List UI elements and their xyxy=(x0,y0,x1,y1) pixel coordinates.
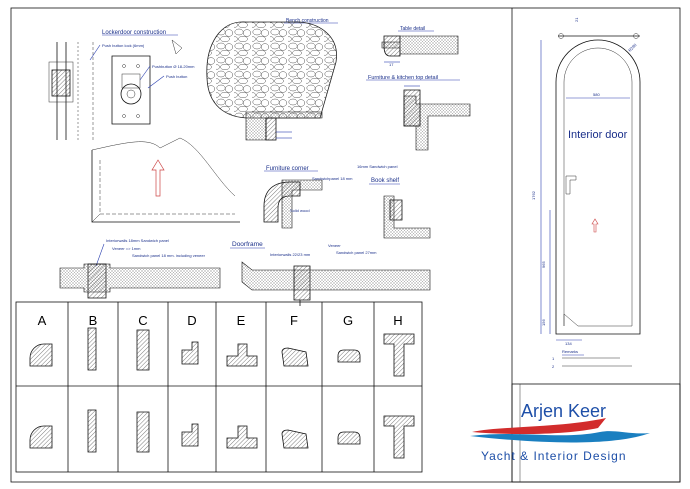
profile-label-a: A xyxy=(38,313,47,328)
profile-detail-b xyxy=(87,409,97,453)
profile-shape-c xyxy=(136,329,150,371)
svg-text:Push button lock (6mm): Push button lock (6mm) xyxy=(102,43,145,48)
svg-text:Veneer: Veneer xyxy=(328,243,341,248)
svg-text:21: 21 xyxy=(574,17,579,22)
title-block: Arjen Keer Yacht & Interior Design xyxy=(470,383,681,483)
profile-shape-h xyxy=(383,333,415,377)
profile-detail-a xyxy=(29,425,53,449)
lockerdoor-label: Lockerdoor construction xyxy=(102,30,166,36)
profile-shape-e xyxy=(226,343,258,367)
table-detail: Table detail 17 xyxy=(381,26,459,67)
doorframe-detail: Doorframe Interiorwalls 22/23 mm Veneer … xyxy=(230,241,431,306)
svg-text:Pushbutton Ø 18-20mm: Pushbutton Ø 18-20mm xyxy=(152,64,195,69)
profile-label-e: E xyxy=(237,313,246,328)
svg-text:1762: 1762 xyxy=(531,190,536,200)
profile-detail-d xyxy=(181,423,199,447)
svg-text:Doorframe: Doorframe xyxy=(232,241,263,248)
interior-walls-detail: Interiorwalls 18mm Sandwich panel Veneer… xyxy=(59,238,221,299)
profile-label-c: C xyxy=(138,313,147,328)
svg-text:Push button: Push button xyxy=(166,74,187,79)
profile-detail-f xyxy=(281,429,309,449)
profile-shape-f xyxy=(281,347,309,367)
profile-label-g: G xyxy=(343,313,353,328)
profile-shape-d xyxy=(181,341,199,365)
profile-table: A B C D E F G H xyxy=(15,301,423,473)
profile-label-b: B xyxy=(89,313,98,328)
svg-text:Veneer => 1mm: Veneer => 1mm xyxy=(112,246,141,251)
brand-name: Arjen Keer xyxy=(521,401,606,421)
svg-text:16mm Sandwich panel: 16mm Sandwich panel xyxy=(357,164,398,169)
svg-text:Furniture corner: Furniture corner xyxy=(266,166,309,172)
book-shelf: 16mm Sandwich panel Book shelf xyxy=(357,164,431,239)
brand-swoosh-red xyxy=(472,418,606,435)
bench-construction: Bench construction xyxy=(206,18,338,141)
interior-door: Interior door 580 1762 965 156 134 21 R2… xyxy=(531,17,641,369)
svg-text:1: 1 xyxy=(552,356,555,361)
profile-detail-g xyxy=(337,431,361,445)
profile-label-f: F xyxy=(290,313,298,328)
sheet-border xyxy=(10,7,681,483)
svg-text:Interiorwalls 18mm Sandwich pa: Interiorwalls 18mm Sandwich panel xyxy=(106,238,169,243)
lockerdoor-construction: Lockerdoor construction Push button lock… xyxy=(48,30,195,140)
svg-text:Solid wood: Solid wood xyxy=(290,208,310,213)
panel-sketch xyxy=(91,137,240,223)
svg-text:965: 965 xyxy=(541,261,546,268)
svg-text:Furniture & kitchen top detail: Furniture & kitchen top detail xyxy=(368,75,438,81)
svg-text:Book shelf: Book shelf xyxy=(371,178,399,184)
svg-text:Sandwichpanel 18 mm: Sandwichpanel 18 mm xyxy=(312,176,353,181)
svg-text:Interiorwalls 22/23 mm: Interiorwalls 22/23 mm xyxy=(270,252,311,257)
svg-text:156: 156 xyxy=(541,319,546,326)
profile-label-d: D xyxy=(187,313,196,328)
svg-text:17: 17 xyxy=(389,62,394,67)
svg-text:Sandwich panel 18 mm. includin: Sandwich panel 18 mm. including veneer xyxy=(132,253,206,258)
svg-text:Table detail: Table detail xyxy=(400,26,425,32)
furniture-corner: Furniture corner Sandwichpanel 18 mm Sol… xyxy=(263,166,353,229)
profile-detail-e xyxy=(226,425,258,449)
svg-text:134: 134 xyxy=(565,341,572,346)
profile-shape-g xyxy=(337,349,361,363)
profile-detail-c xyxy=(136,411,150,453)
svg-text:2: 2 xyxy=(552,364,555,369)
furniture-kitchen-top-detail: Furniture & kitchen top detail xyxy=(366,75,471,151)
profile-detail-h xyxy=(383,415,415,459)
profile-label-h: H xyxy=(393,313,402,328)
svg-text:580: 580 xyxy=(593,92,600,97)
interior-door-label: Interior door xyxy=(568,129,628,141)
door-outline xyxy=(555,39,641,335)
bench-label: Bench construction xyxy=(286,18,329,24)
svg-text:Remarks: Remarks xyxy=(562,349,578,354)
svg-text:R290: R290 xyxy=(627,42,638,53)
brand-swoosh-blue xyxy=(470,431,650,443)
profile-shape-a xyxy=(29,343,53,367)
svg-text:Sandwich panel 27mm: Sandwich panel 27mm xyxy=(336,250,377,255)
brand-tagline: Yacht & Interior Design xyxy=(481,449,627,463)
profile-shape-b xyxy=(87,327,97,371)
